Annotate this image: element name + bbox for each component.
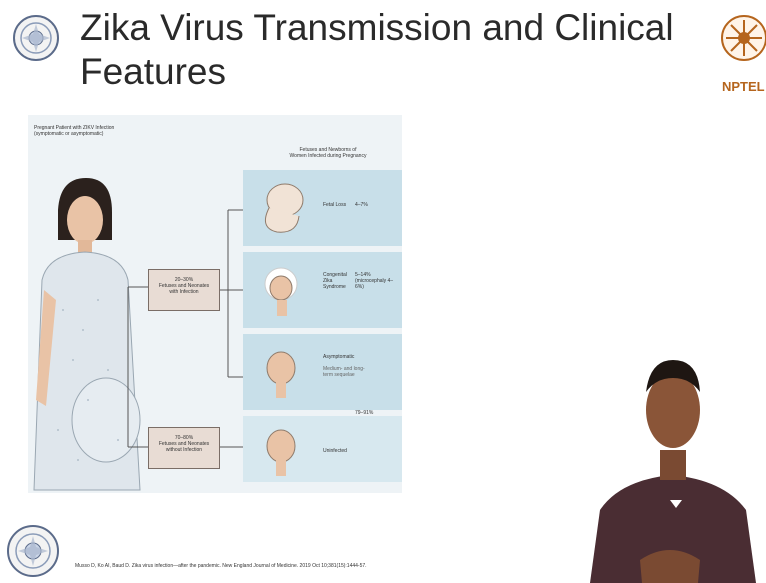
outcome-label-fetal-loss: Fetal Loss: [323, 202, 346, 208]
infected-line-2: with Infection: [149, 289, 219, 295]
infant-head-icon: [251, 342, 311, 402]
outcome-panel-asymptomatic: Asymptomatic Medium- and long-term seque…: [243, 334, 402, 410]
fetus-icon: [251, 178, 311, 238]
title-line-1: Zika Virus Transmission and Clinical: [80, 6, 674, 50]
nptel-logo: NPTEL: [718, 12, 766, 102]
outcome-value-fetal-loss: 4–7%: [355, 202, 368, 208]
outcome-value-asymptomatic: Medium- and long-term sequelae: [323, 366, 373, 378]
institute-logo-icon: [12, 14, 60, 62]
title-line-2: Features: [80, 50, 674, 94]
outcome-label-czs: Congenital Zika Syndrome: [323, 272, 353, 290]
slide-title: Zika Virus Transmission and Clinical Fea…: [80, 6, 674, 94]
bottom-logo-icon: [6, 524, 61, 579]
microcephaly-infant-icon: [251, 260, 311, 320]
uninfected-line-2: without Infection: [149, 447, 219, 453]
healthy-infant-icon: [251, 420, 311, 480]
citation: Musso D, Ko AI, Baud D. Zika virus infec…: [75, 563, 367, 569]
outcome-panel-fetal-loss: Fetal Loss 4–7%: [243, 170, 402, 246]
outcome-label-uninfected: Uninfected: [323, 448, 347, 454]
outcome-panel-czs: Congenital Zika Syndrome 5–14% (microcep…: [243, 252, 402, 328]
outcome-panel-uninfected: Uninfected 79–91%: [243, 416, 402, 482]
presenter-video: [580, 340, 766, 583]
outcome-value-uninfected: 79–91%: [355, 410, 373, 416]
nptel-text: NPTEL: [722, 79, 766, 94]
infected-box: 20–30% Fetuses and Neonates with Infecti…: [148, 269, 220, 311]
uninfected-box: 70–80% Fetuses and Neonates without Infe…: [148, 427, 220, 469]
outcome-value-czs: 5–14% (microcephaly 4–6%): [355, 272, 397, 290]
transmission-figure: Pregnant Patient with ZIKV Infection (sy…: [28, 115, 402, 493]
nptel-emblem-icon: [718, 12, 766, 64]
outcome-label-asymptomatic: Asymptomatic: [323, 354, 354, 360]
